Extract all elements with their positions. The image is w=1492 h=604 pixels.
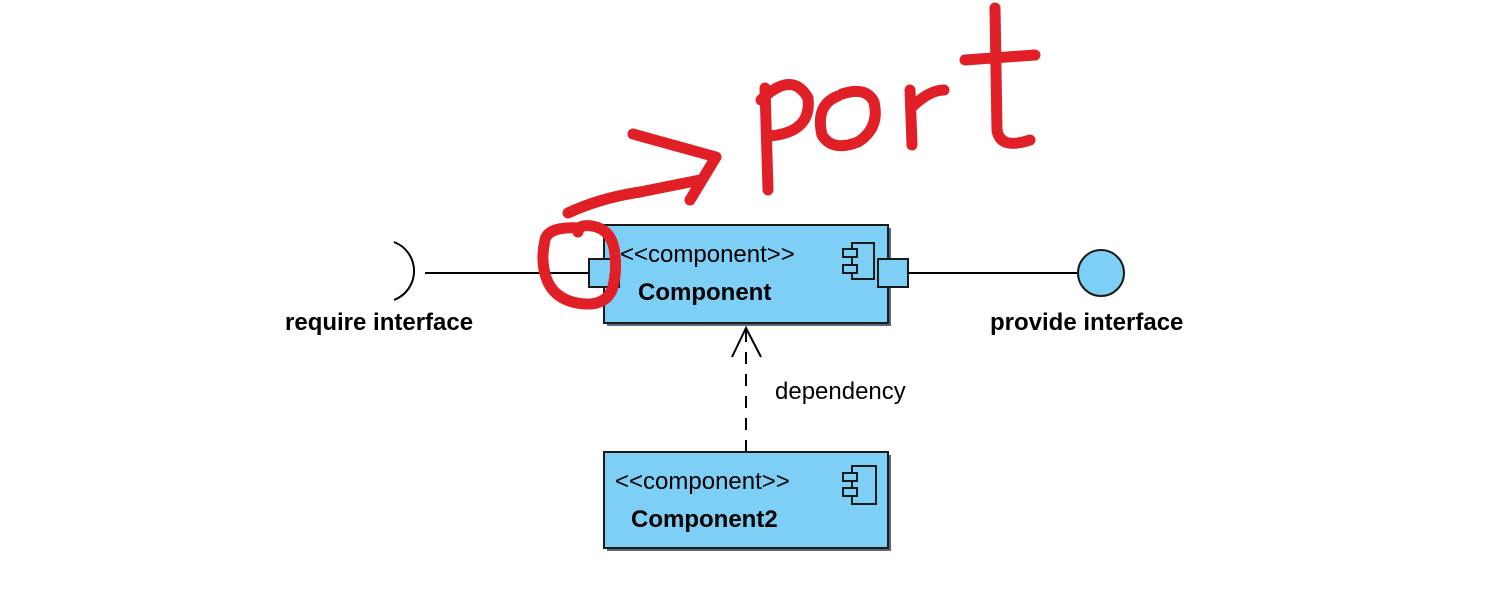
annotation-letter-t [959, 2, 1041, 149]
component-box-2[interactable]: <<component>> Component2 [603, 451, 891, 551]
component2-icon [842, 465, 877, 505]
component-box-main[interactable]: <<component>> Component [603, 224, 891, 326]
provided-interface[interactable] [908, 249, 1125, 297]
component-icon [842, 242, 875, 280]
port-right[interactable] [877, 258, 909, 288]
dependency-arrowhead [731, 325, 762, 358]
annotation-arrow-shaft [562, 174, 706, 219]
annotation-arrow-head [627, 128, 722, 206]
required-interface[interactable] [393, 241, 589, 301]
handwritten-annotation [537, 2, 1041, 310]
component2-body [603, 451, 889, 549]
provide-interface-label: provide interface [990, 309, 1183, 336]
component-name: Component [638, 279, 771, 306]
require-interface-label: require interface [285, 309, 473, 336]
component2-stereotype: <<component>> [615, 468, 790, 495]
dependency-connector[interactable] [731, 325, 762, 452]
annotation-letter-p [755, 79, 814, 196]
annotation-letter-r [904, 84, 950, 151]
component2-name: Component2 [631, 506, 778, 533]
dependency-label: dependency [775, 378, 906, 405]
component-body [603, 224, 889, 324]
socket-arc [393, 241, 415, 301]
annotation-letter-o [814, 85, 881, 152]
lollipop-circle [1077, 249, 1125, 297]
port-circle-mark [537, 220, 622, 310]
component-stereotype: <<component>> [620, 241, 795, 268]
